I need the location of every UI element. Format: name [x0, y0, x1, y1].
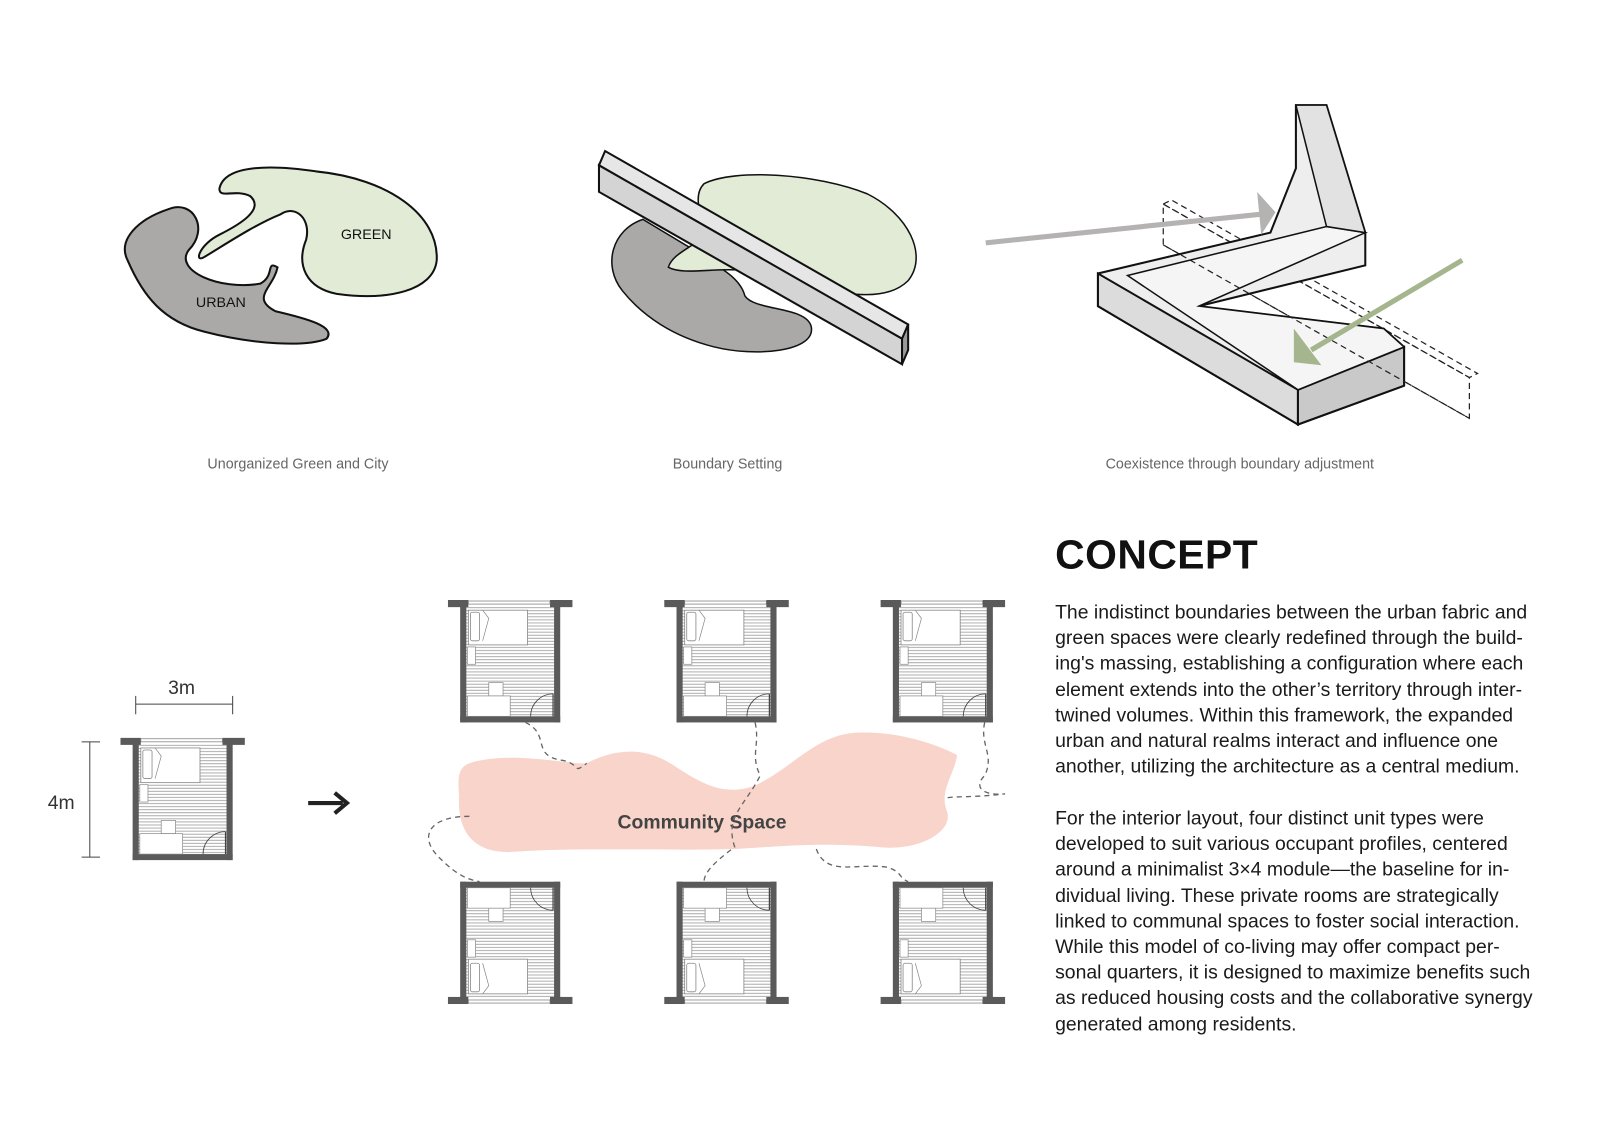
text-line: While this model of co-living may offer …	[1055, 936, 1500, 959]
module-unit-plan	[120, 737, 245, 861]
concept-paragraph-1: The indistinct boundaries between the ur…	[1055, 600, 1527, 780]
text-line: urban and natural realms interact and in…	[1055, 730, 1499, 752]
text-line: developed to suit various occupant profi…	[1055, 833, 1508, 856]
arrow-right-icon	[308, 791, 351, 815]
unit-plan	[879, 881, 1006, 1005]
circulation-paths	[428, 721, 1006, 883]
urban-shape	[123, 206, 330, 345]
module-dimension: 3m 4m	[48, 677, 245, 861]
text-line: dividual living. These private rooms are…	[1055, 885, 1499, 907]
text-line: green spaces were clearly redefined thro…	[1055, 627, 1523, 650]
caption-coexistence: Coexistence through boundary adjustment	[1105, 455, 1375, 472]
text-line: another, utilizing the architecture as a…	[1055, 756, 1520, 778]
coexistence-diagram	[985, 104, 1479, 427]
text-line: element extends into the other’s territo…	[1055, 679, 1523, 701]
urban-arrow-icon	[985, 191, 1276, 246]
unit-plan	[663, 599, 790, 723]
unit-plan	[663, 881, 790, 1005]
community-space-label: Community Space	[618, 812, 787, 834]
width-label: 3m	[168, 677, 195, 699]
text-line: linked to communal spaces to foster soci…	[1055, 910, 1520, 933]
unit-plan	[447, 599, 574, 723]
green-label: GREEN	[341, 227, 392, 243]
text-line: ing's massing, establishing a configurat…	[1055, 653, 1524, 675]
green-arrow-icon	[1293, 258, 1464, 366]
community-space-blob	[458, 732, 958, 853]
urban-label: URBAN	[196, 295, 246, 311]
text-line: around a minimalist 3×4 module—the basel…	[1055, 859, 1510, 881]
height-label: 4m	[48, 792, 75, 814]
caption-boundary: Boundary Setting	[672, 455, 783, 472]
text-line: sonal quarters, it is designed to maximi…	[1055, 962, 1531, 984]
unit-plan	[447, 881, 574, 1005]
text-line: generated among residents.	[1055, 1013, 1297, 1036]
unorganized-diagram: GREEN URBAN	[123, 166, 438, 345]
text-line: twined volumes. Within this framework, t…	[1055, 704, 1514, 727]
caption-unorganized: Unorganized Green and City	[207, 455, 389, 472]
green-shape	[198, 166, 438, 298]
text-line: The indistinct boundaries between the ur…	[1055, 602, 1528, 624]
boundary-diagram	[597, 149, 917, 367]
urban-shape	[611, 218, 812, 353]
text-line: as reduced housing costs and the collabo…	[1055, 988, 1533, 1010]
concept-paragraph-2: For the interior layout, four distinct u…	[1055, 806, 1532, 1037]
concept-title: CONCEPT	[1055, 532, 1259, 578]
unit-plan	[879, 599, 1006, 723]
text-line: For the interior layout, four distinct u…	[1055, 808, 1484, 830]
